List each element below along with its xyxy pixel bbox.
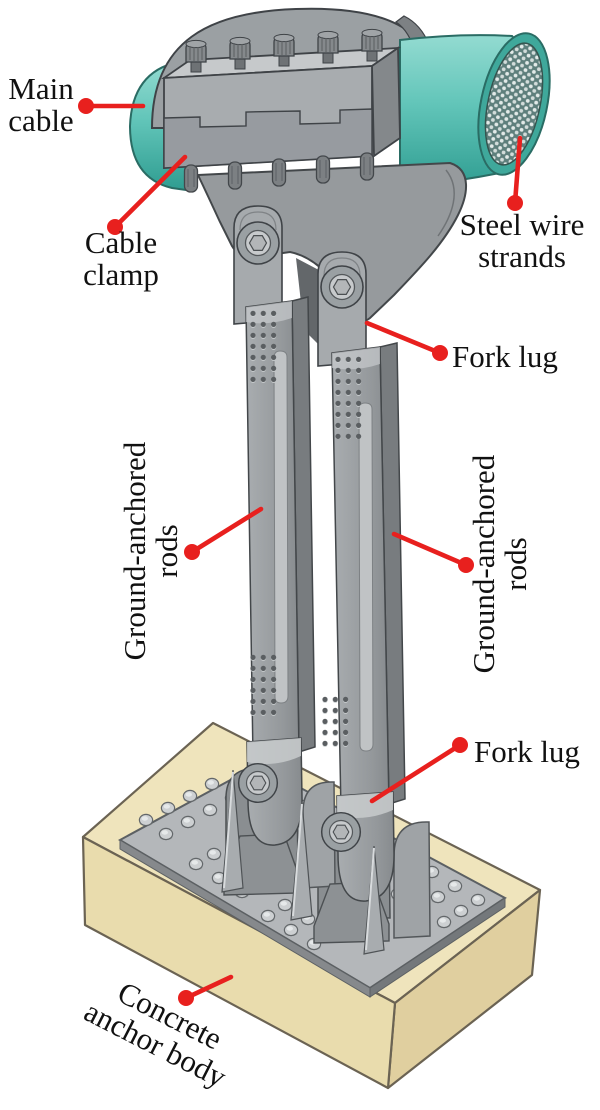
- leader-main-cable: [78, 98, 146, 114]
- upper-fork-lug-left: [233, 205, 283, 325]
- label-line: Ground-anchored: [117, 441, 152, 661]
- cable-clamp-body: [160, 46, 402, 169]
- label-line: Ground-anchored: [466, 454, 501, 674]
- rod-perforations: [248, 308, 279, 386]
- label-fork-lug-upper: Fork lug: [452, 339, 558, 374]
- leader-fork-lug-upper: [364, 320, 448, 361]
- label-line: Cable: [84, 225, 158, 260]
- label-ground-anchored-rods-right: Ground-anchored rods: [466, 434, 534, 694]
- label-line: rods: [149, 524, 184, 578]
- rod-slot-left: [273, 350, 289, 704]
- label-line: rods: [498, 537, 533, 591]
- rod-perforations: [248, 652, 279, 718]
- label-line: Steel wire: [459, 207, 585, 242]
- leader-cable-clamp: [107, 154, 188, 235]
- upper-pin-right: [320, 265, 364, 309]
- leader-lines: [78, 98, 523, 1006]
- leader-ground-rods-right: [391, 531, 474, 573]
- label-main-cable: Main cable: [5, 73, 77, 137]
- rod-slot-right: [358, 402, 374, 752]
- label-ground-anchored-rods-left: Ground-anchored rods: [117, 421, 185, 681]
- base-gussets: [221, 769, 385, 955]
- upper-pin-left: [236, 221, 280, 265]
- ground-anchored-rod-left: [245, 296, 316, 846]
- lower-pin-right: [320, 811, 362, 853]
- label-cable-clamp: Cable clamp: [82, 227, 160, 291]
- label-line: clamp: [83, 257, 159, 292]
- leader-steel-wire-strands: [507, 135, 523, 211]
- main-cable-right-end: [399, 32, 551, 190]
- clamp-joint-lower-half: [163, 108, 373, 169]
- ground-anchored-rod-right: [322, 342, 406, 902]
- leader-ground-rods-left: [184, 506, 264, 560]
- lower-pin-left: [237, 762, 279, 804]
- label-line: Main: [8, 71, 74, 106]
- rod-perforations: [335, 356, 366, 439]
- upper-fork-lug-right: [317, 251, 367, 367]
- label-steel-wire-strands: Steel wire strands: [448, 209, 596, 273]
- steel-wire-strands-face: [477, 32, 551, 176]
- label-line: cable: [8, 103, 74, 138]
- rod-perforations: [322, 696, 353, 748]
- label-line: strands: [478, 239, 566, 274]
- leader-fork-lug-lower: [369, 737, 468, 804]
- leader-concrete-anchor-body: [178, 974, 234, 1006]
- label-fork-lug-lower: Fork lug: [474, 734, 580, 769]
